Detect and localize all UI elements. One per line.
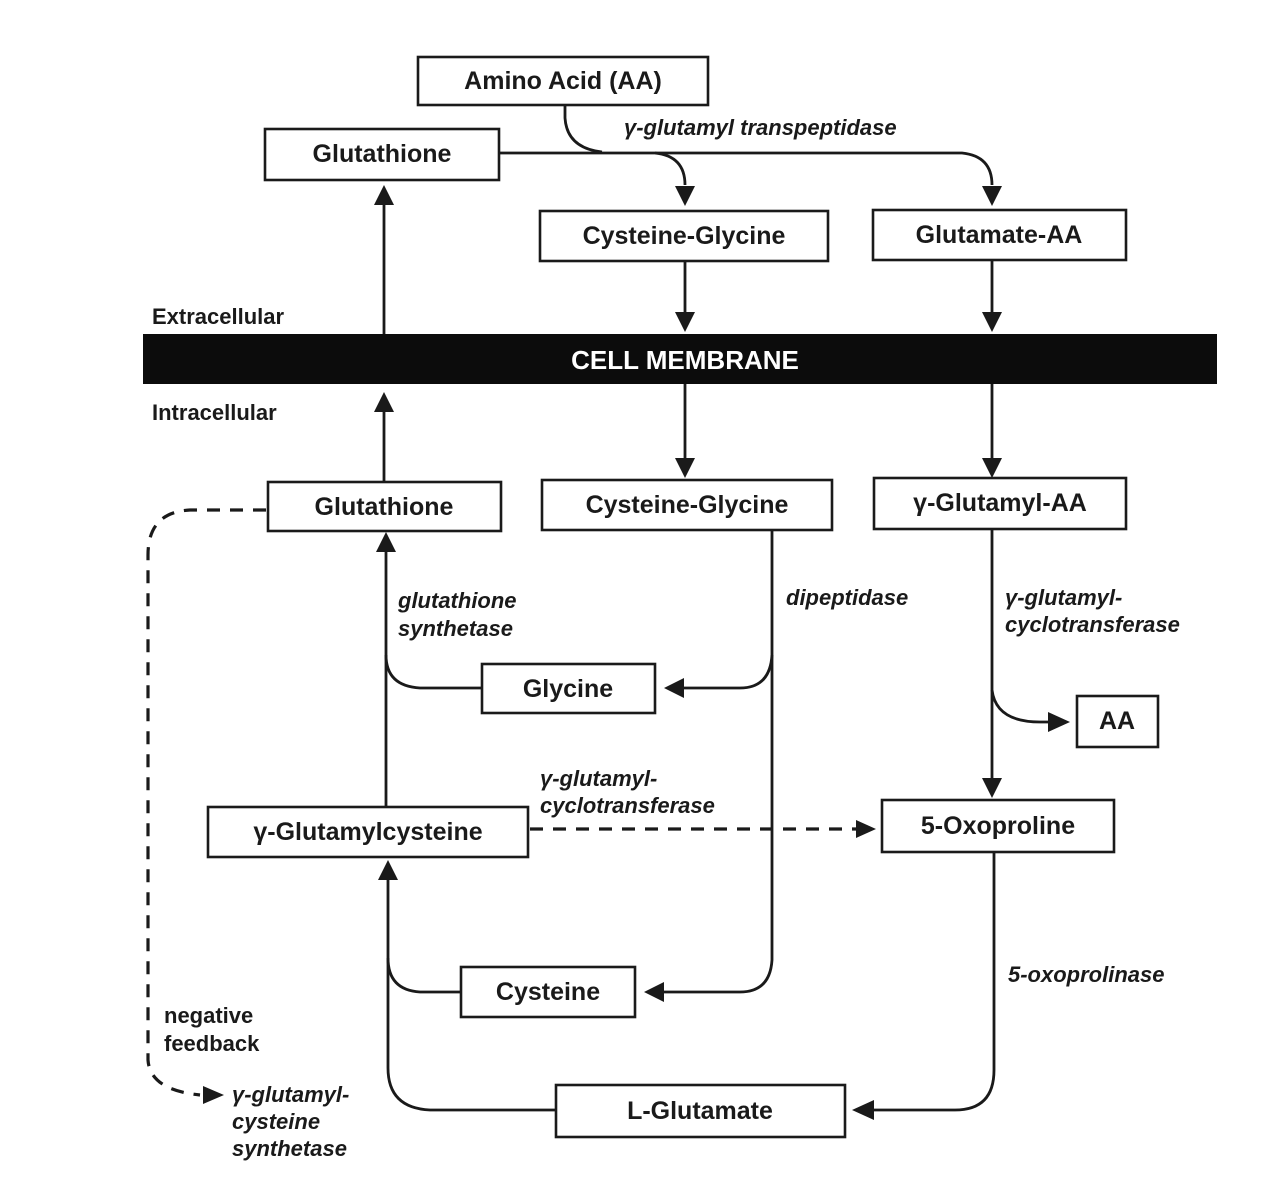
arrowhead-gamma-glutamyl-aa [982, 458, 1002, 478]
node-gamma-glutamyl-aa: γ-Glutamyl-AA [872, 476, 1128, 531]
edge-amino-acid-to-transpeptidase [563, 105, 603, 154]
edge-oxoprolinase-to-l-glutamate [870, 852, 996, 1112]
node-glutathione-intracellular: Glutathione [266, 480, 503, 533]
node-glutamate-aa-label: Glutamate-AA [916, 221, 1083, 249]
membrane-label: CELL MEMBRANE [571, 345, 799, 375]
edge-l-glutamate-to-gamma-glutamylcysteine [386, 878, 556, 1112]
node-l-glutamate-label: L-Glutamate [627, 1097, 773, 1125]
arrowhead-cysteine [644, 982, 664, 1002]
enzyme-glutathione-synthetase-line1: glutathione [397, 588, 517, 613]
arrowhead-oxoproline [982, 778, 1002, 798]
enzyme-cyclotransferase-right-line1: γ-glutamyl- [1005, 585, 1122, 610]
edge-dipeptidase-to-cysteine [660, 655, 774, 994]
node-glycine: Glycine [480, 662, 657, 715]
enzyme-cyclotransferase-right-line2: cyclotransferase [1005, 612, 1180, 637]
enzyme-oxoprolinase: 5-oxoprolinase [1008, 962, 1164, 987]
node-glutamate-aa: Glutamate-AA [871, 208, 1128, 262]
node-5-oxoproline: 5-Oxoproline [880, 798, 1116, 854]
arrowhead-l-glutamate [852, 1100, 874, 1120]
arrowhead-glycine [664, 678, 684, 698]
arrowhead-glutamate-aa [982, 186, 1002, 206]
arrowhead-aa-out [1048, 712, 1070, 732]
arrowhead-membrane-up-left [374, 392, 394, 412]
node-glutathione-ext-label: Glutathione [313, 140, 452, 168]
enzyme-transpeptidase: γ-glutamyl transpeptidase [624, 115, 897, 140]
node-gamma-glutamylcysteine-label: γ-Glutamylcysteine [253, 818, 482, 846]
node-aa-out-label: AA [1099, 707, 1135, 735]
arrowhead-glutamate-membrane [982, 312, 1002, 332]
node-aa-out: AA [1075, 694, 1160, 749]
arrowhead-cysgly-membrane [675, 312, 695, 332]
node-cysteine-label: Cysteine [496, 978, 600, 1006]
extracellular-label: Extracellular [152, 304, 285, 329]
arrowhead-cysgly-ext [675, 186, 695, 206]
edge-dipeptidase-to-glycine [680, 530, 774, 690]
node-gamma-glutamylcysteine: γ-Glutamylcysteine [206, 805, 530, 859]
arrowhead-glutathione-int [376, 532, 396, 552]
arrowhead-oxoproline-dashed [856, 820, 876, 838]
enzyme-cyclotransferase-mid-line2: cyclotransferase [540, 793, 715, 818]
node-cysgly-int-label: Cysteine-Glycine [586, 491, 789, 519]
edge-cysteine-to-gamma-glutamylcysteine [386, 957, 461, 994]
node-l-glutamate: L-Glutamate [554, 1083, 847, 1139]
edge-glycine-to-glutathione [384, 654, 482, 690]
node-amino-acid-label: Amino Acid (AA) [464, 67, 662, 95]
node-cysgly-ext-label: Cysteine-Glycine [583, 222, 786, 250]
enzyme-gc-synthetase-line3: synthetase [232, 1136, 347, 1161]
edge-glutathione-to-cysgly [499, 151, 687, 186]
enzyme-gc-synthetase-line2: cysteine [232, 1109, 320, 1134]
arrowhead-gamma-glutamylcysteine [378, 860, 398, 880]
node-cysteine-glycine-intracellular: Cysteine-Glycine [540, 478, 834, 532]
node-glycine-label: Glycine [523, 675, 613, 703]
arrowhead-glutathione-ext [374, 185, 394, 205]
arrowhead-cysgly-int [675, 458, 695, 478]
edge-negative-feedback [146, 508, 266, 1097]
node-gamma-glutamyl-aa-label: γ-Glutamyl-AA [913, 489, 1087, 517]
node-amino-acid: Amino Acid (AA) [416, 55, 710, 107]
enzyme-glutathione-synthetase-line2: synthetase [398, 616, 513, 641]
edge-transpeptidase-to-glutamate-aa [655, 151, 994, 186]
intracellular-label: Intracellular [152, 400, 277, 425]
node-oxoproline-label: 5-Oxoproline [921, 812, 1075, 840]
arrowhead-negative-feedback [203, 1086, 224, 1104]
negative-feedback-label-line1: negative [164, 1003, 253, 1028]
node-cysteine: Cysteine [459, 965, 637, 1019]
enzyme-gc-synthetase-line1: γ-glutamyl- [232, 1082, 349, 1107]
cell-membrane: CELL MEMBRANE [143, 334, 1217, 384]
enzyme-cyclotransferase-mid-line1: γ-glutamyl- [540, 766, 657, 791]
enzyme-dipeptidase: dipeptidase [786, 585, 908, 610]
node-cysteine-glycine-extracellular: Cysteine-Glycine [538, 209, 830, 263]
node-glutathione-int-label: Glutathione [315, 493, 454, 521]
node-glutathione-extracellular: Glutathione [263, 127, 501, 182]
membrane-bar [143, 334, 1217, 384]
negative-feedback-label-line2: feedback [164, 1031, 260, 1056]
